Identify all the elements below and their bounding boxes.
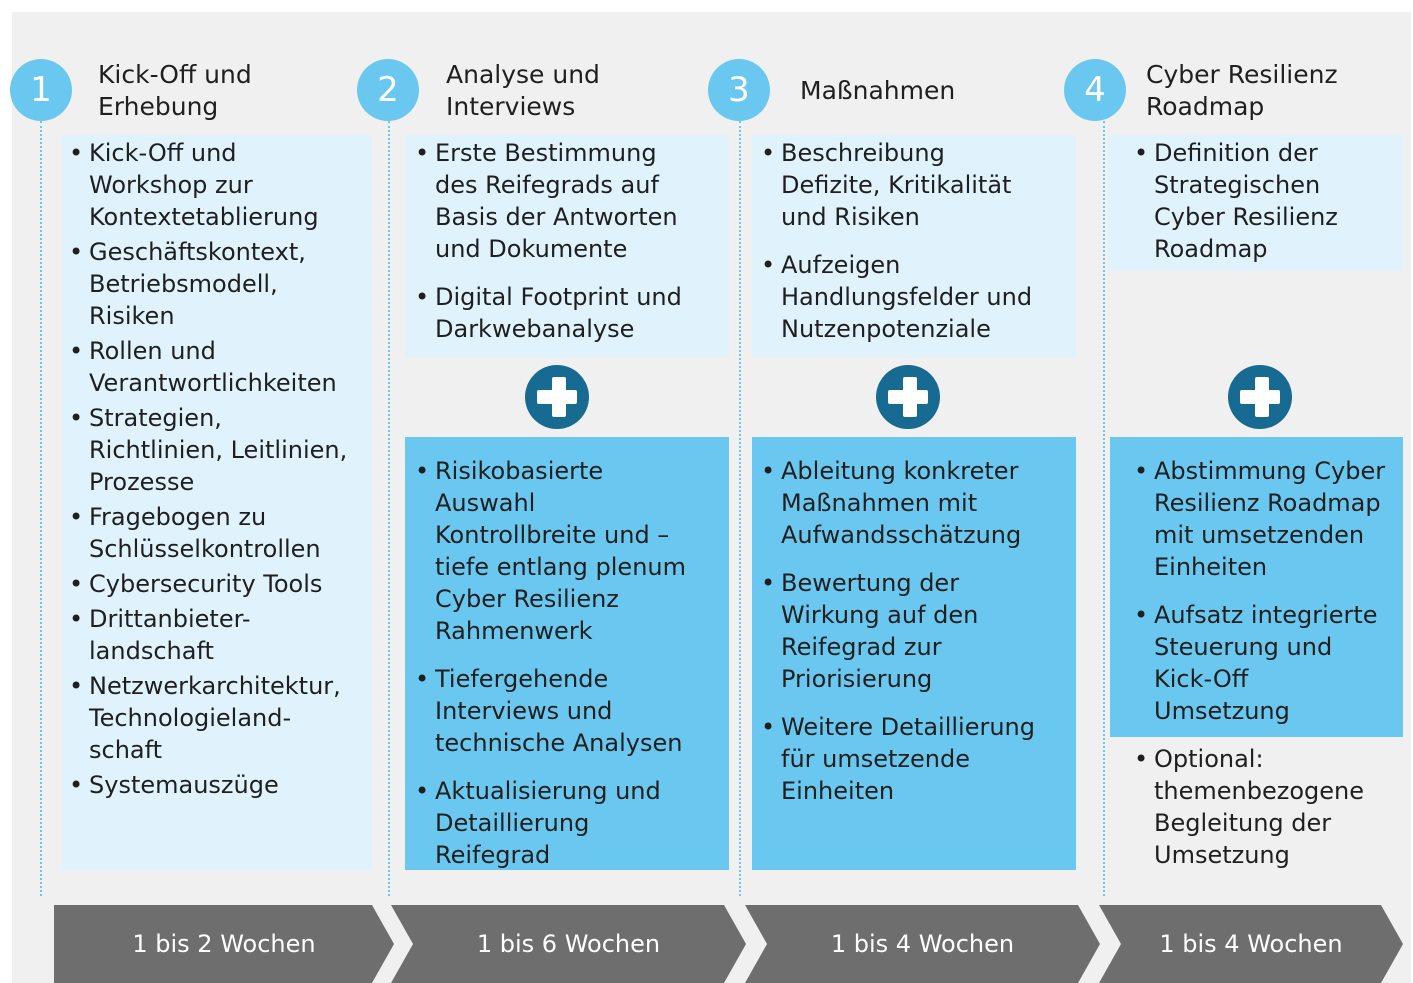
phase-1-item: Systemauszüge [69,769,372,801]
phase-2-item: Tiefergehende Interviews und technische … [415,663,729,759]
phase-1-item: Strategien, Richtlinien, Leitlinien, Pro… [69,402,372,498]
phase-1-duration-arrow: 1 bis 2 Wochen [54,905,394,983]
phase-3-item: Beschreibung Defizite, Kritikalität und … [761,137,1076,233]
phase-4-item: Aufsatz integrierte Steuerung und Kick-O… [1134,599,1403,727]
phase-2-dark-box: Risikobasierte Auswahl Kontrollbreite un… [405,437,729,870]
phase-2-title: Analyse und Interviews [446,60,600,121]
phase-1-item: Rollen und Verantwortlichkeiten [69,335,372,399]
phase-3-light-box: Beschreibung Defizite, Kritikalität und … [752,135,1076,357]
phase-2-item: Erste Bestimmung des Reifegrads auf Basi… [415,137,729,265]
phase-2-timeline [388,121,390,896]
phase-4-dark-box: Abstimmung Cyber Resilienz Roadmap mit u… [1110,437,1403,737]
phase-1-light-box: Kick-Off und Workshop zur Kontextetablie… [62,135,372,870]
phase-3-item: Aufzeigen Handlungsfelder und Nutzenpote… [761,249,1076,345]
phase-3-number: 3 [708,59,770,121]
phase-4-item: Abstimmung Cyber Resilienz Roadmap mit u… [1134,455,1403,583]
phase-4-optional-box: Optional: themenbezogene Begleitung der … [1110,743,1403,875]
phase-1-item: Fragebogen zu Schlüsselkontrollen [69,501,372,565]
phase-3-item: Ableitung konkreter Maßnahmen mit Aufwan… [761,455,1076,551]
phase-2-duration-arrow: 1 bis 6 Wochen [391,905,746,983]
phase-4-number: 4 [1064,59,1126,121]
phase-1-number: 1 [10,59,72,121]
phase-1-item: Netzwerkarchitektur, Technologieland- sc… [69,670,372,766]
phase-4-duration-arrow: 1 bis 4 Wochen [1099,905,1403,983]
phase-2-number: 2 [357,59,419,121]
phase-1-item: Drittanbieter- landschaft [69,603,372,667]
phase-3-item: Bewertung der Wirkung auf den Reifegrad … [761,567,1076,695]
plus-icon [876,365,940,429]
plus-icon [525,365,589,429]
plus-icon [1228,365,1292,429]
phase-1-timeline [40,121,42,896]
phase-4-light-box: Definition der Strategischen Cyber Resil… [1108,135,1403,271]
phase-3-title: Maßnahmen [800,76,956,105]
phase-1-item: Cybersecurity Tools [69,568,372,600]
phase-2-light-box: Erste Bestimmung des Reifegrads auf Basi… [405,135,729,357]
phase-2-item: Digital Footprint und Darkwebanalyse [415,281,729,345]
phase-2-item: Aktualisierung und Detaillierung Reifegr… [415,775,729,870]
phase-4-timeline [1103,121,1105,896]
phase-1-title: Kick-Off und Erhebung [98,60,252,121]
phase-4-title: Cyber Resilienz Roadmap [1146,60,1338,121]
phase-3-timeline [739,121,741,896]
phase-3-dark-box: Ableitung konkreter Maßnahmen mit Aufwan… [752,437,1076,870]
phase-3-duration-arrow: 1 bis 4 Wochen [745,905,1100,983]
phase-2-item: Risikobasierte Auswahl Kontrollbreite un… [415,455,729,647]
phase-4-item: Optional: themenbezogene Begleitung der … [1134,743,1403,871]
phase-1-item: Kick-Off und Workshop zur Kontextetablie… [69,137,372,233]
phase-4-item: Definition der Strategischen Cyber Resil… [1134,137,1403,265]
phase-1-item: Geschäftskontext, Betriebsmodell, Risike… [69,236,372,332]
phase-3-item: Weitere Detaillierung für umsetzende Ein… [761,711,1076,807]
